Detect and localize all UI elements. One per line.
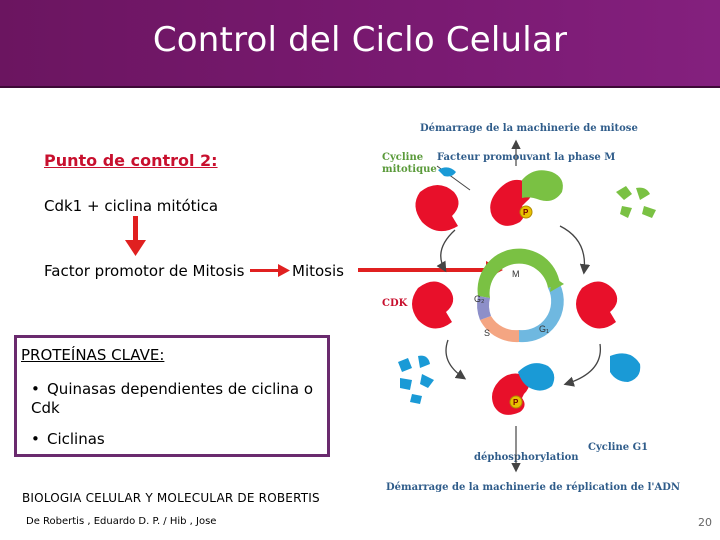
phosphate-bottom xyxy=(509,395,523,409)
cyclin-piece-3 xyxy=(620,206,632,218)
cycline-mitotique-label-2: mitotique xyxy=(382,164,437,175)
phase-g2-label: G₂ xyxy=(474,294,485,304)
cdk-protein-left xyxy=(412,281,454,329)
g1-cyclin-piece-3 xyxy=(400,378,412,390)
cdk-protein-right xyxy=(576,281,618,329)
small-arrow-shaft xyxy=(250,269,278,272)
mitotic-cyclin xyxy=(522,170,563,201)
g1-cyclin-piece-4 xyxy=(420,374,434,388)
diagram-bottom-label: Démarrage de la machinerie de réplicatio… xyxy=(386,482,680,493)
cycle-arrow-left-bottom xyxy=(445,339,467,380)
checkpoint-title: Punto de control 2: xyxy=(44,151,218,170)
phase-g1-label: G₁ xyxy=(539,324,549,334)
phase-m-arc xyxy=(477,248,560,298)
dephosphorylation-label: déphosphorylation xyxy=(474,452,579,463)
phase-g2-arc xyxy=(477,296,491,320)
g1-cyclin-bound xyxy=(518,363,555,391)
phosphate-top xyxy=(519,205,533,219)
phosphate-top-label: P xyxy=(523,208,529,217)
facteur-label: Facteur promouvant la phase M xyxy=(437,152,615,163)
page-number: 20 xyxy=(698,516,712,529)
phase-s-label: S xyxy=(484,328,490,338)
key-proteins-title: PROTEÍNAS CLAVE: xyxy=(21,346,165,364)
book-reference: BIOLOGIA CELULAR Y MOLECULAR DE ROBERTIS xyxy=(22,491,320,505)
cycle-arrow-right-bottom xyxy=(563,343,601,387)
small-arrow-head xyxy=(278,264,290,277)
protein-item-1: •Quinasas dependientes de ciclina o Cdk xyxy=(31,380,314,417)
g1-cyclin-right xyxy=(610,353,641,382)
long-arrow-shaft xyxy=(358,268,488,272)
authors-reference: De Robertis , Eduardo D. P. / Hib , Jose xyxy=(26,516,217,527)
slide-title: Control del Ciclo Celular xyxy=(152,20,568,60)
cyclin-piece-1 xyxy=(616,186,632,200)
cyclin-fragment xyxy=(438,167,456,177)
mpf-text: Factor promotor de Mitosis xyxy=(44,262,245,280)
cdk-label: CDK xyxy=(382,298,408,309)
phosphate-bottom-label: P xyxy=(513,398,519,407)
cycle-arrow-left-top xyxy=(436,229,456,273)
cycline-mitotique-label-1: Cycline xyxy=(382,152,423,163)
diagram-top-label: Démarrage de la machinerie de mitose xyxy=(420,123,638,134)
phase-g1-arc xyxy=(519,284,564,343)
cycle-direction-arrow xyxy=(550,276,564,292)
cell-cycle-ring: M G₂ S G₁ xyxy=(474,248,564,343)
protein-item-1-text: Quinasas dependientes de ciclina o Cdk xyxy=(31,380,314,417)
g1-cyclin-piece-5 xyxy=(410,394,422,404)
cdk1-cyclin-text: Cdk1 + ciclina mitótica xyxy=(44,197,219,215)
mitosis-text: Mitosis xyxy=(292,262,344,280)
cycle-arrow-right-top xyxy=(559,225,591,275)
phase-s-arc xyxy=(480,316,519,343)
protein-item-2: •Ciclinas xyxy=(31,430,105,448)
down-arrow-shaft xyxy=(133,216,138,240)
key-proteins-box: PROTEÍNAS CLAVE: •Quinasas dependientes … xyxy=(14,335,330,457)
cyclin-piece-2 xyxy=(636,187,650,200)
title-bar: Control del Ciclo Celular xyxy=(0,0,720,88)
g1-cyclin-piece-1 xyxy=(398,358,412,372)
protein-item-2-text: Ciclinas xyxy=(47,430,105,448)
cyclin-piece-4 xyxy=(642,206,656,218)
g1-cyclin-piece-2 xyxy=(418,355,430,368)
down-arrow-head xyxy=(125,240,146,256)
cycline-g1-label: Cycline G1 xyxy=(588,442,648,453)
cdk-protein-top-left xyxy=(415,185,459,232)
phase-m-label: M xyxy=(512,269,520,279)
